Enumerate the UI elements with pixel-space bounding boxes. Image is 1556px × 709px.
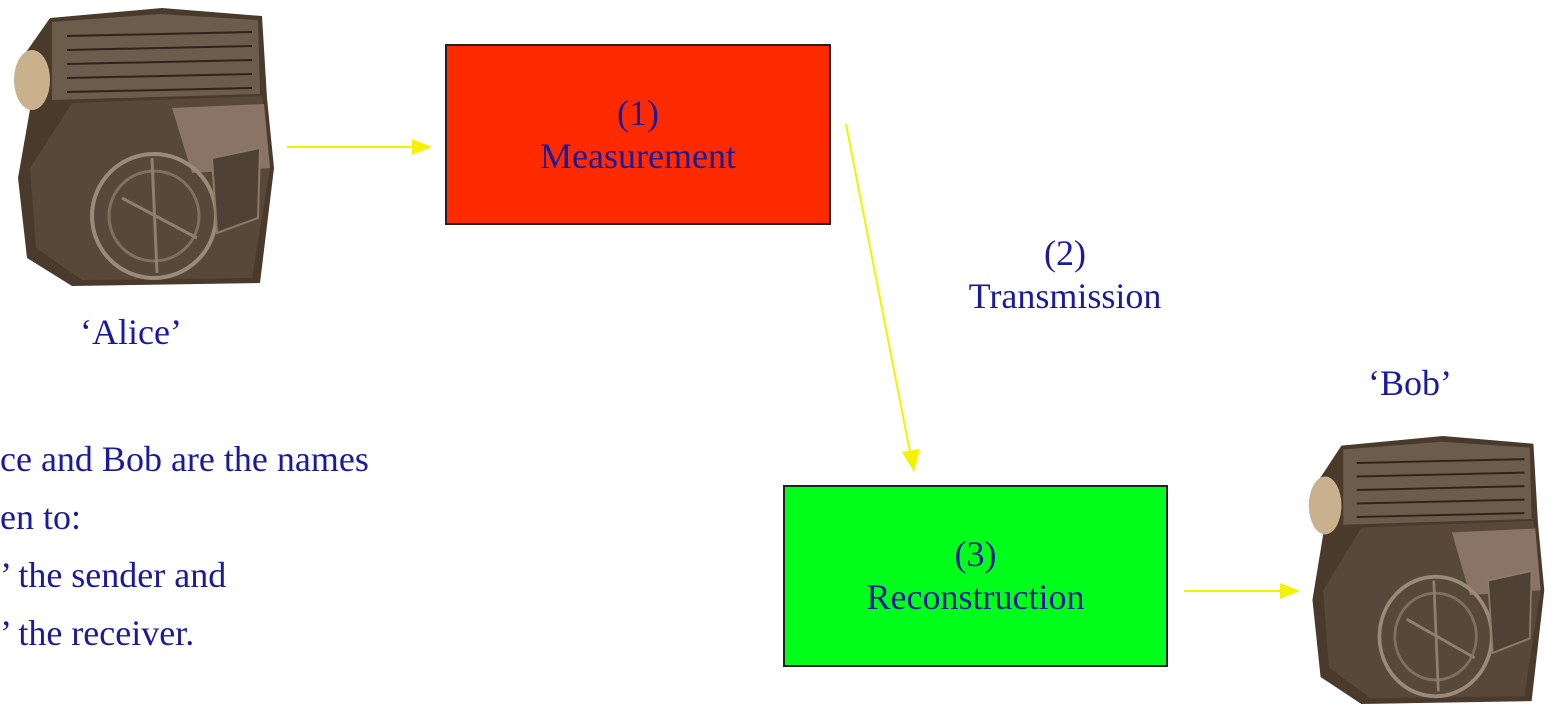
bob-label: ‘Bob’ bbox=[1368, 363, 1452, 403]
bob-tablet-image bbox=[1307, 436, 1547, 704]
note-line-4: ’ the receiver. bbox=[0, 613, 195, 653]
note-line-2: en to: bbox=[0, 497, 81, 537]
clay-tablet-drawing bbox=[12, 8, 277, 286]
transmission-label: (2) Transmission bbox=[940, 232, 1190, 318]
note-line-3: ’ the sender and bbox=[0, 555, 227, 595]
measurement-step-name: Measurement bbox=[540, 135, 736, 176]
alice-tablet-image bbox=[12, 8, 277, 286]
measurement-box: (1) Measurement bbox=[445, 44, 831, 225]
reconstruction-box: (3) Reconstruction bbox=[783, 485, 1168, 667]
transmission-step-name: Transmission bbox=[968, 276, 1162, 316]
alice-label: ‘Alice’ bbox=[80, 312, 182, 352]
arrow-measurement-to-reconstruction bbox=[845, 123, 920, 472]
note-line-1: ce and Bob are the names bbox=[0, 439, 369, 479]
arrow-reconstruction-to-bob bbox=[1184, 583, 1300, 599]
arrow-alice-to-measurement bbox=[287, 139, 432, 155]
clay-tablet-drawing bbox=[1307, 436, 1547, 704]
reconstruction-step-number: (3) bbox=[954, 534, 997, 574]
note-text: ce and Bob are the names en to: ’ the se… bbox=[0, 430, 369, 662]
reconstruction-step-name: Reconstruction bbox=[866, 577, 1085, 617]
transmission-step-number: (2) bbox=[1044, 233, 1086, 273]
measurement-step-number: (1) bbox=[617, 92, 659, 133]
